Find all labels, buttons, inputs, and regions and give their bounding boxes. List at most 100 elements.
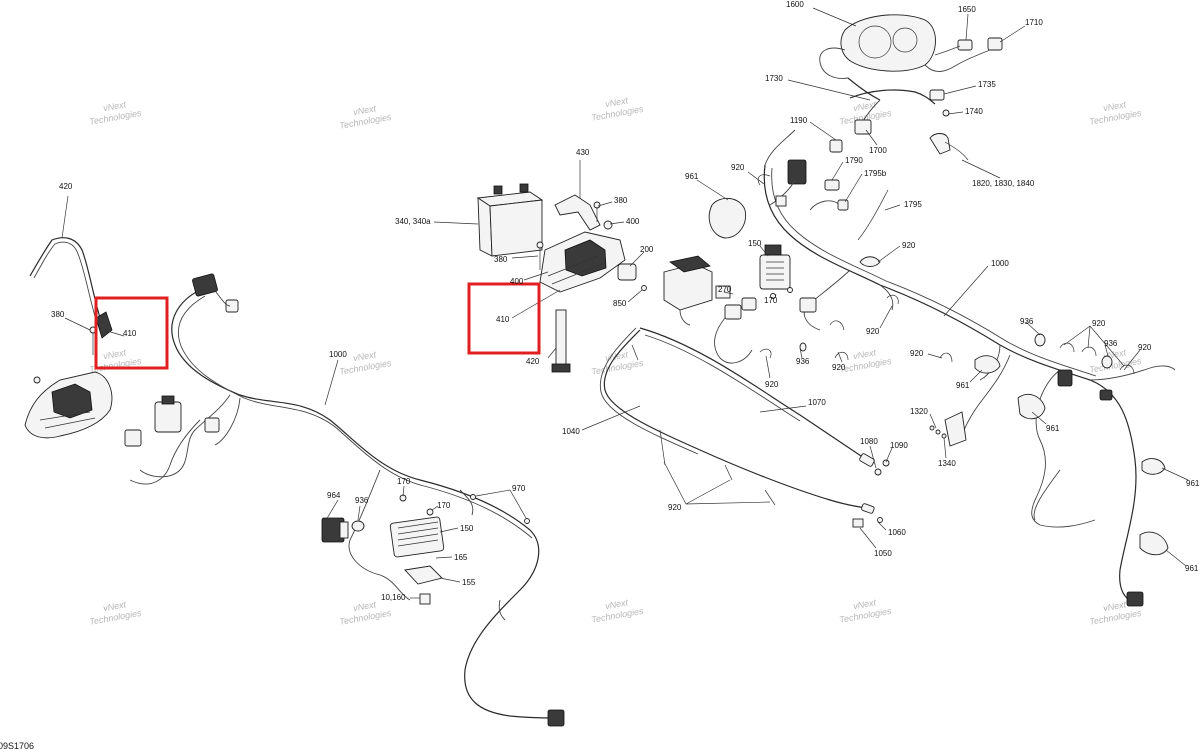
- battery-340-front: [489, 199, 543, 257]
- leader-line: [61, 195, 69, 239]
- callout-10-160[interactable]: 10,160: [381, 593, 406, 602]
- callout-170[interactable]: 170: [397, 477, 411, 486]
- callout-410[interactable]: 410: [123, 329, 137, 338]
- gauge-harness: [924, 49, 991, 72]
- leader-line: [869, 445, 877, 469]
- callout-1710[interactable]: 1710: [1025, 18, 1043, 27]
- callout-340-340a[interactable]: 340, 340a: [395, 217, 431, 226]
- callout-936[interactable]: 936: [1020, 317, 1034, 326]
- callout-150[interactable]: 150: [748, 239, 762, 248]
- cable-tie-920: [1119, 364, 1135, 375]
- leader-line: [1089, 325, 1125, 367]
- leader-line: [747, 171, 765, 185]
- harness-branch: [214, 397, 241, 446]
- callout-970[interactable]: 970: [512, 484, 526, 493]
- watermark-line1: vNext: [852, 597, 877, 611]
- callout-155[interactable]: 155: [462, 578, 476, 587]
- callout-920[interactable]: 920: [668, 503, 682, 512]
- callout-1190[interactable]: 1190: [790, 116, 808, 125]
- callout-920[interactable]: 920: [1092, 319, 1106, 328]
- callout-420[interactable]: 420: [526, 357, 540, 366]
- callout-1795b[interactable]: 1795b: [864, 169, 887, 178]
- screw-1320: [929, 425, 935, 431]
- leader-line: [325, 499, 339, 521]
- callout-1050[interactable]: 1050: [874, 549, 892, 558]
- callout-1040[interactable]: 1040: [562, 427, 580, 436]
- callout-420[interactable]: 420: [59, 182, 73, 191]
- battery-terminal: [493, 185, 503, 195]
- leader-line: [509, 489, 527, 519]
- fuse-box-lead: [679, 309, 691, 326]
- callout-964[interactable]: 964: [327, 491, 341, 500]
- callout-1650[interactable]: 1650: [958, 5, 976, 14]
- callout-1600[interactable]: 1600: [786, 0, 804, 9]
- callout-920[interactable]: 920: [902, 241, 916, 250]
- harness-wire: [171, 289, 556, 719]
- callout-1730[interactable]: 1730: [765, 74, 783, 83]
- leader-line: [1104, 344, 1109, 357]
- leader-line: [927, 353, 943, 359]
- watermark: vNext Technologies: [591, 349, 645, 377]
- callout-1080[interactable]: 1080: [860, 437, 878, 446]
- callout-170[interactable]: 170: [764, 296, 778, 305]
- support-bracket: [51, 383, 93, 419]
- callout-920[interactable]: 920: [731, 163, 745, 172]
- callout-961[interactable]: 961: [1185, 564, 1199, 573]
- callout-961[interactable]: 961: [685, 172, 699, 181]
- callout-1000[interactable]: 1000: [991, 259, 1009, 268]
- highlight-box-410[interactable]: [467, 282, 541, 355]
- leader-line: [475, 489, 511, 497]
- callout-1820-1830-1840[interactable]: 1820, 1830, 1840: [972, 179, 1035, 188]
- callout-1320[interactable]: 1320: [910, 407, 928, 416]
- callout-380[interactable]: 380: [614, 196, 628, 205]
- callout-920[interactable]: 920: [866, 327, 880, 336]
- callout-936[interactable]: 936: [796, 357, 810, 366]
- callout-1000[interactable]: 1000: [329, 350, 347, 359]
- screw-1340: [941, 433, 947, 439]
- callout-170[interactable]: 170: [437, 501, 451, 510]
- callout-410[interactable]: 410: [496, 315, 510, 324]
- callout-430[interactable]: 430: [576, 148, 590, 157]
- bracket-430: [554, 194, 601, 231]
- leader-line: [685, 479, 731, 505]
- callout-936[interactable]: 936: [1104, 339, 1118, 348]
- harness-branch: [764, 129, 796, 166]
- highlight-box-410[interactable]: [94, 296, 169, 370]
- callout-380[interactable]: 380: [494, 255, 508, 264]
- callout-1060[interactable]: 1060: [888, 528, 906, 537]
- callout-270[interactable]: 270: [718, 285, 732, 294]
- connector: [724, 304, 742, 320]
- callout-850[interactable]: 850: [613, 299, 627, 308]
- callout-380[interactable]: 380: [51, 310, 65, 319]
- callout-920[interactable]: 920: [910, 349, 924, 358]
- gauge-harness: [847, 77, 881, 101]
- callout-165[interactable]: 165: [454, 553, 468, 562]
- callout-1740[interactable]: 1740: [965, 107, 983, 116]
- callout-1735[interactable]: 1735: [978, 80, 996, 89]
- leader-line: [511, 289, 561, 319]
- callout-1790[interactable]: 1790: [845, 156, 863, 165]
- leader-line: [723, 291, 734, 295]
- callout-1700[interactable]: 1700: [869, 146, 887, 155]
- harness-connector: [787, 159, 807, 185]
- callout-961[interactable]: 961: [1046, 424, 1060, 433]
- callout-1090[interactable]: 1090: [890, 441, 908, 450]
- cable-terminal: [861, 503, 875, 514]
- callout-150[interactable]: 150: [460, 524, 474, 533]
- bracket-155: [404, 565, 443, 585]
- callout-1340[interactable]: 1340: [938, 459, 956, 468]
- callout-961[interactable]: 961: [956, 381, 970, 390]
- cable-tie-920: [724, 464, 733, 481]
- callout-400[interactable]: 400: [510, 277, 524, 286]
- callout-400[interactable]: 400: [626, 217, 640, 226]
- leader-line: [435, 556, 453, 559]
- callout-1795[interactable]: 1795: [904, 200, 922, 209]
- callout-936[interactable]: 936: [355, 496, 369, 505]
- callout-920[interactable]: 920: [1138, 343, 1152, 352]
- callout-1070[interactable]: 1070: [808, 398, 826, 407]
- callout-920[interactable]: 920: [765, 380, 779, 389]
- harness-branch: [139, 394, 231, 478]
- callout-920[interactable]: 920: [832, 363, 846, 372]
- callout-961[interactable]: 961: [1186, 479, 1200, 488]
- callout-200[interactable]: 200: [640, 245, 654, 254]
